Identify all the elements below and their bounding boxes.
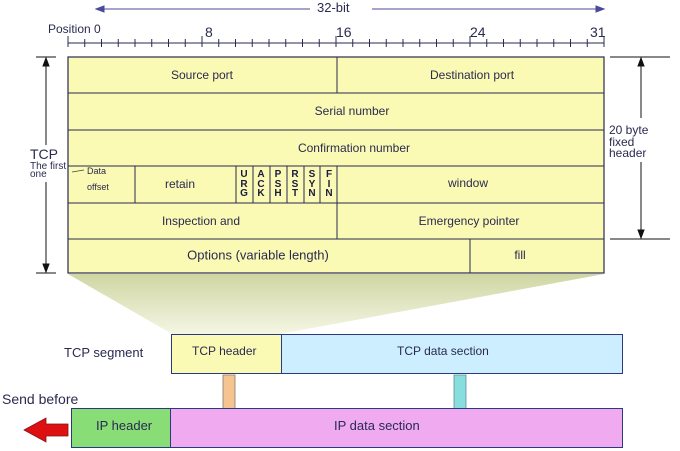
data-offset-field-line2: offset bbox=[87, 182, 109, 192]
tick-label-16: 16 bbox=[336, 24, 352, 40]
tick-label-24: 24 bbox=[470, 24, 486, 40]
confirmation-number-field: Confirmation number bbox=[297, 141, 411, 155]
fixed-header-arrow bbox=[610, 56, 670, 240]
ip-data-box: IP data section bbox=[170, 408, 623, 448]
first-one-label: The first bbox=[30, 161, 67, 172]
fill-field: fill bbox=[514, 248, 526, 262]
send-before-arrow bbox=[23, 417, 69, 443]
tcp-label: TCP bbox=[30, 146, 58, 162]
bit-width-arrow bbox=[94, 5, 606, 13]
tcp-header-label: TCP header bbox=[192, 344, 257, 358]
ip-header-box: IP header bbox=[71, 408, 171, 448]
destination-port-field: Destination port bbox=[429, 68, 515, 82]
bit-width-label: 32-bit bbox=[317, 0, 350, 15]
ip-header-label: IP header bbox=[96, 418, 153, 433]
position-label: Position 0 bbox=[48, 22, 101, 36]
tcp-data-label: TCP data section bbox=[397, 344, 489, 358]
tcp-segment-label: TCP segment bbox=[64, 345, 144, 360]
retain-field: retain bbox=[164, 177, 196, 191]
fixed-header-label-1: 20 byte bbox=[609, 123, 649, 137]
options-field: Options (variable length) bbox=[187, 247, 329, 263]
tcp-length-arrow bbox=[36, 56, 56, 274]
serial-number-field: Serial number bbox=[314, 104, 390, 118]
tcp-header-box: TCP header bbox=[171, 334, 282, 374]
fixed-header-label-3: header bbox=[609, 146, 647, 160]
source-port-field: Source port bbox=[170, 68, 234, 82]
tcp-data-box: TCP data section bbox=[281, 334, 623, 374]
ip-data-label: IP data section bbox=[334, 418, 420, 433]
send-before-label: Send before bbox=[2, 391, 79, 407]
bit-ruler bbox=[67, 36, 605, 47]
emergency-pointer-field: Emergency pointer bbox=[418, 214, 520, 228]
first-one-label-2: one bbox=[30, 169, 47, 180]
tick-label-31: 31 bbox=[590, 24, 606, 40]
fixed-header-label-2: fixed bbox=[609, 135, 635, 149]
data-offset-field-line1: Data bbox=[87, 166, 107, 176]
window-field: window bbox=[447, 176, 489, 190]
expansion-shape bbox=[68, 274, 604, 334]
tcp-header-table bbox=[67, 56, 605, 274]
checksum-field: Inspection and bbox=[161, 214, 241, 228]
first-one-pointer bbox=[71, 169, 85, 173]
tick-label-8: 8 bbox=[205, 24, 213, 40]
